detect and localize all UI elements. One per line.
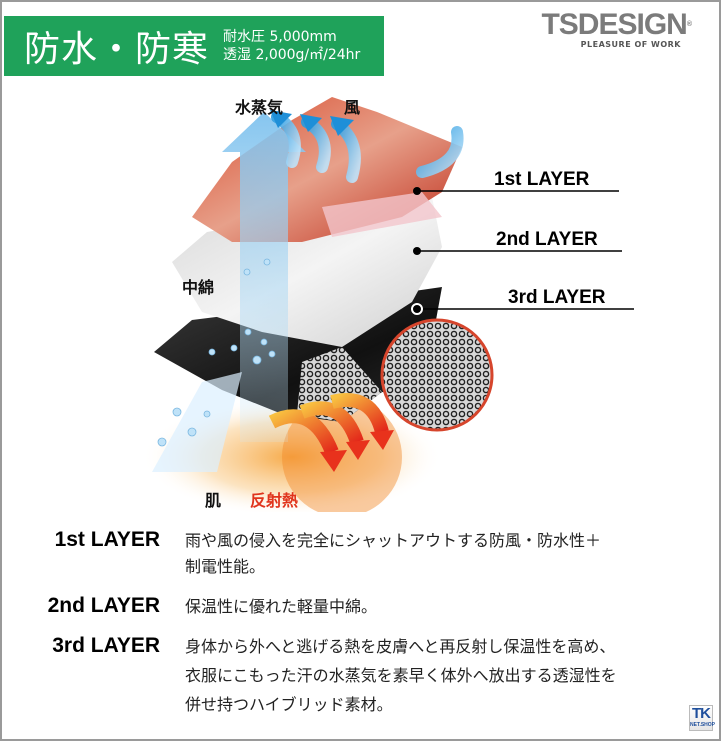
spec-water-pressure: 耐水圧 5,000mm	[223, 29, 337, 45]
registered-mark: ®	[686, 21, 692, 28]
page-title: 防水・防寒	[24, 29, 210, 70]
label-wind: 風	[344, 98, 361, 117]
label-padding: 中綿	[182, 278, 215, 297]
header-banner: 防水・防寒 耐水圧 5,000mm 透湿 2,000g/㎡/24hr	[4, 16, 384, 76]
layer-diagram: 水蒸気 風 中綿 肌 反射熱 1st LAYER 2nd LAYER 3rd L…	[2, 82, 721, 512]
description-title: 2nd LAYER	[47, 594, 160, 617]
description-line: 制電性能。	[185, 557, 266, 576]
spec-list: 耐水圧 5,000mm 透湿 2,000g/㎡/24hr	[223, 28, 360, 64]
description-text: 雨や風の侵入を完全にシャットアウトする防風・防水性＋ 制電性能。	[185, 526, 705, 582]
description-line: 身体から外へと逃げる熱を皮膚へと再反射し保温性を高め、	[185, 637, 616, 656]
description-line: 保温性に優れた軽量中綿。	[185, 597, 378, 616]
label-reflected-heat: 反射熱	[250, 491, 299, 510]
tk-logo: TK	[692, 705, 711, 722]
label-vapor: 水蒸気	[235, 98, 284, 117]
layer-label-1st: 1st LAYER	[494, 169, 590, 190]
tk-netshop-badge: TK NET.SHOP	[689, 705, 716, 731]
description-line: 併せ持つハイブリッド素材。	[185, 695, 393, 714]
layer-label-3rd: 3rd LAYER	[508, 287, 606, 308]
description-text: 保温性に優れた軽量中綿。	[185, 592, 705, 622]
spec-breathability: 透湿 2,000g/㎡/24hr	[223, 47, 361, 63]
tk-logo-subtext: NET.SHOP	[690, 722, 716, 728]
brand-tagline: PLEASURE OF WORK	[580, 40, 681, 49]
brand-name: TSDESIGN	[541, 8, 687, 41]
description-line: 衣服にこもった汗の水蒸気を素早く体外へ放出する透湿性を	[185, 666, 617, 685]
description-text: 身体から外へと逃げる熱を皮膚へと再反射し保温性を高め、 衣服にこもった汗の水蒸気…	[185, 632, 705, 719]
description-line: 雨や風の侵入を完全にシャットアウトする防風・防水性＋	[185, 531, 602, 550]
brand-logo: TSDESIGN® PLEASURE OF WORK	[541, 8, 692, 50]
description-title: 1st LAYER	[54, 528, 160, 551]
layer-label-2nd: 2nd LAYER	[496, 229, 598, 250]
description-title: 3rd LAYER	[52, 634, 160, 657]
label-skin: 肌	[205, 491, 222, 510]
layer-illustration	[142, 97, 634, 512]
